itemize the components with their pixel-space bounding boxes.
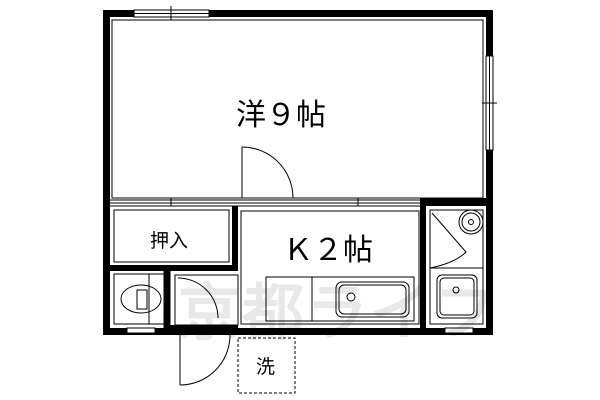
corridor xyxy=(170,274,239,335)
window-top xyxy=(133,6,210,20)
room-label-kitchen: Ｋ２帖 xyxy=(283,233,373,268)
door-western xyxy=(241,146,294,199)
window-right xyxy=(482,55,497,151)
door-entry xyxy=(179,334,231,386)
toilet xyxy=(113,270,171,329)
room-label-closet: 押入 xyxy=(150,230,189,252)
outer-walls xyxy=(103,10,493,335)
room-label-western: 洋９帖 xyxy=(236,98,326,133)
partition-wall xyxy=(110,198,486,207)
kitchen-outline xyxy=(240,210,420,325)
closet-outline xyxy=(110,206,238,271)
room-label-laundry: 洗 xyxy=(256,356,276,378)
wash-unit xyxy=(429,209,484,325)
watermark: 京都ライフ xyxy=(178,276,499,349)
laundry-space xyxy=(237,337,296,394)
